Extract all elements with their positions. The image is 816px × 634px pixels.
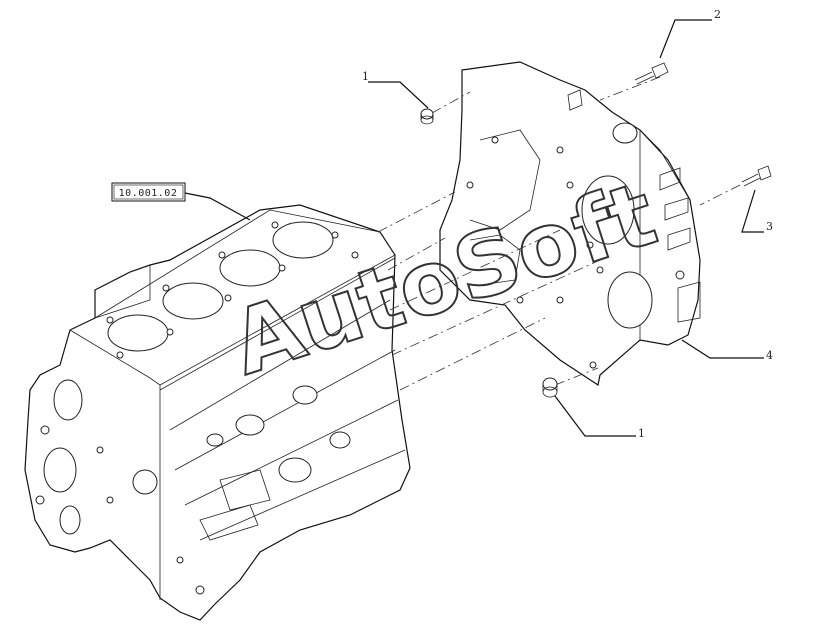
bolt-right: [741, 165, 772, 187]
callout-2-number: 2: [714, 8, 721, 21]
gear-housing-drawing: [439, 61, 701, 386]
callout-4-number: 4: [766, 349, 773, 362]
reference-label-box[interactable]: 10.001.02: [111, 182, 251, 221]
callout-1-bottom: 1: [554, 395, 645, 440]
alignment-lines: [377, 76, 741, 391]
callout-3-number: 3: [766, 220, 773, 233]
callout-4: 4: [681, 339, 773, 362]
callout-3: 3: [741, 189, 773, 233]
bolt-top: [634, 62, 669, 85]
callout-1-top-number: 1: [362, 70, 369, 83]
plug-bottom: [542, 377, 558, 398]
engine-block-drawing: [24, 204, 411, 621]
reference-label: 10.001.02: [119, 188, 178, 199]
callout-2: 2: [659, 8, 721, 59]
callout-1-bottom-number: 1: [638, 427, 645, 440]
watermark: AutoSoft: [220, 162, 668, 395]
plug-top: [420, 108, 434, 125]
callout-1-top: 1: [362, 70, 429, 109]
